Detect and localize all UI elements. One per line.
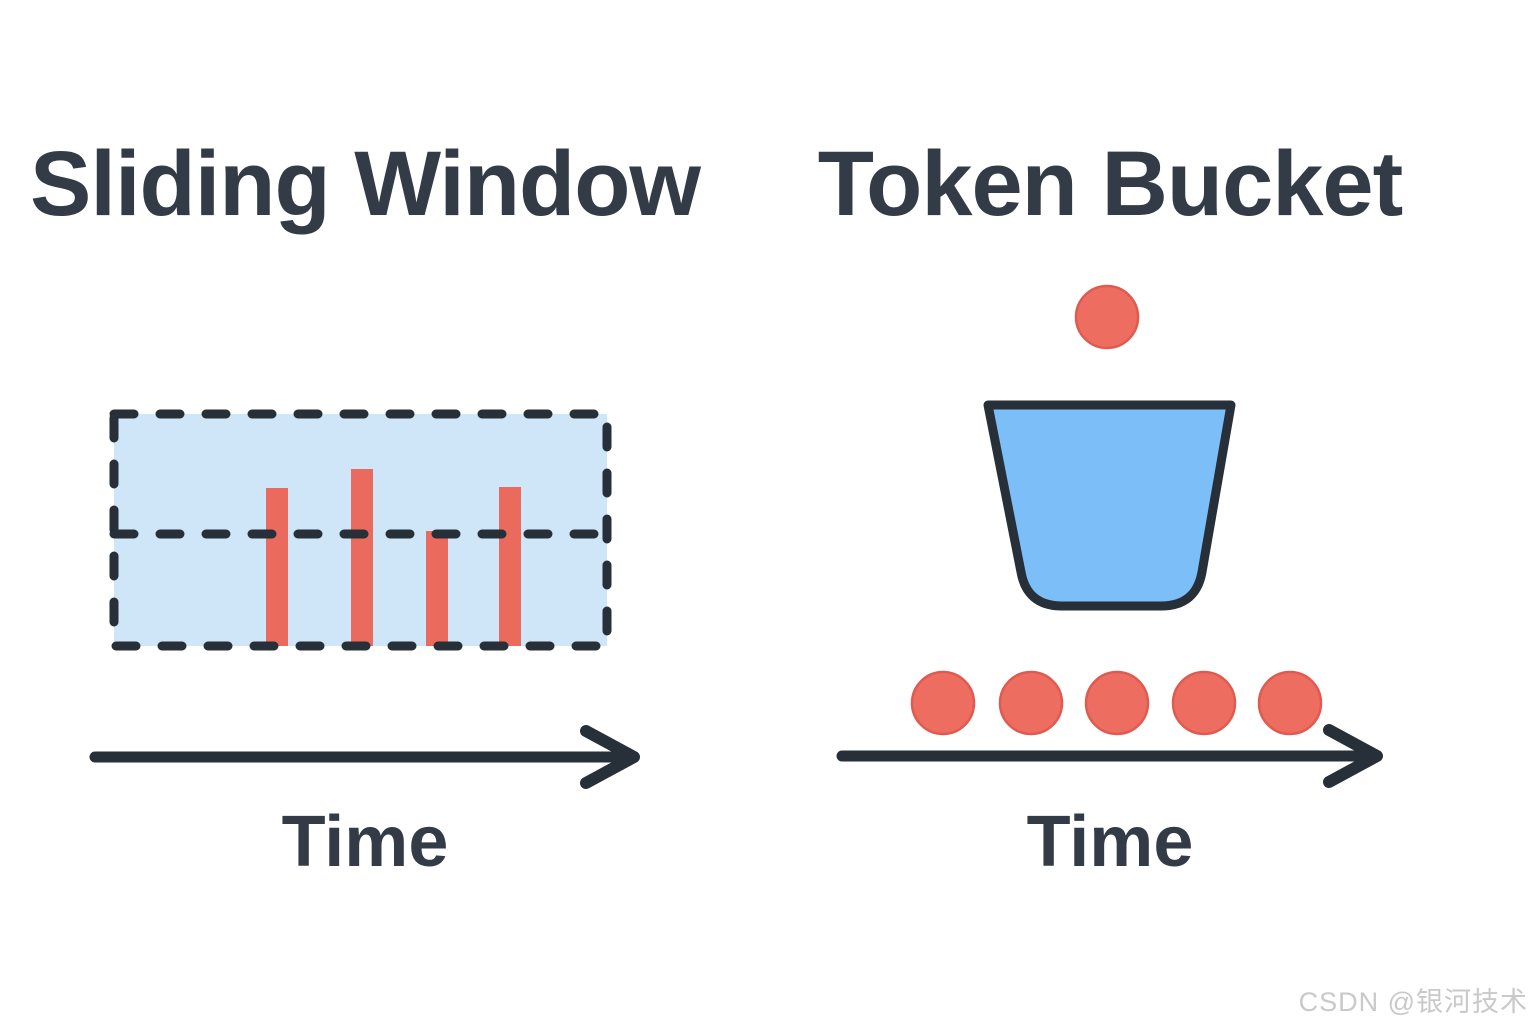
left-time-axis-arrow-head-icon: [580, 725, 640, 789]
request-bar-1: [266, 488, 288, 646]
token-circle-3: [1084, 670, 1150, 736]
token-circle-4: [1171, 670, 1237, 736]
falling-token-circle: [1074, 284, 1140, 350]
watermark: CSDN @银河技术: [1298, 987, 1528, 1017]
token-circle-1: [910, 670, 976, 736]
bucket-shape: [983, 400, 1236, 611]
right-time-axis-arrow-head-icon: [1323, 724, 1383, 788]
request-bar-2: [351, 469, 373, 646]
sliding-window-title: Sliding Window: [30, 133, 701, 235]
token-circle-2: [998, 670, 1064, 736]
left-time-axis-label: Time: [281, 802, 449, 882]
request-bar-4: [499, 487, 521, 646]
right-time-axis-label: Time: [1026, 802, 1194, 882]
token-circle-5: [1257, 670, 1323, 736]
token-bucket-title: Token Bucket: [817, 133, 1403, 235]
request-bar-3: [426, 531, 448, 646]
